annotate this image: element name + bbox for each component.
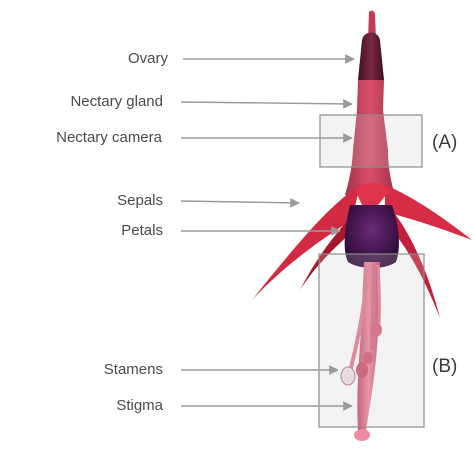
label-nectary-camera: Nectary camera [56,129,163,146]
region-b-label: (B) [432,356,457,377]
label-ovary: Ovary [128,50,169,67]
arrow-nectary-gland [181,102,352,104]
label-stigma: Stigma [116,397,163,414]
stigma-shape [354,429,370,441]
label-nectary-gland: Nectary gland [70,93,163,110]
ovary-shape [358,33,384,87]
label-stamens: Stamens [104,361,163,378]
region-a-box [320,115,422,167]
region-b-box [319,254,424,427]
arrow-sepals [181,201,299,203]
label-sepals: Sepals [117,192,163,209]
region-a-label: (A) [432,132,457,153]
label-petals: Petals [121,222,163,239]
